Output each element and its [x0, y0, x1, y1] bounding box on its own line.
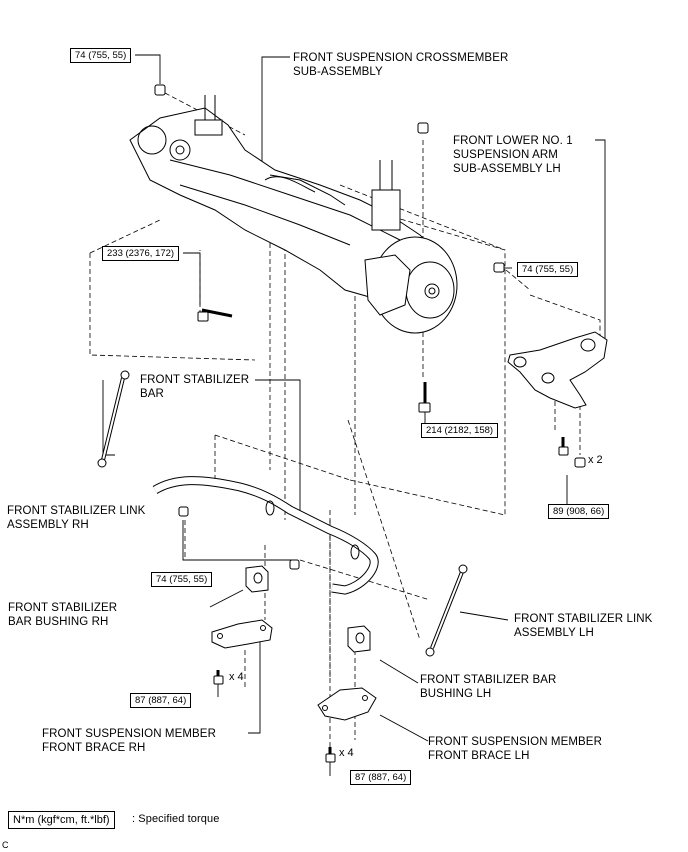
- label-stabilizer-bar: FRONT STABILIZER BAR: [140, 374, 250, 400]
- projection-lines: [89, 92, 601, 750]
- torque-spec-box: 89 (908, 66): [548, 504, 610, 519]
- torque-spec-box: 74 (755, 55): [70, 48, 132, 63]
- quantity-label: x 4: [339, 747, 354, 759]
- stabilizer-link-rh-drawing: [97, 370, 130, 468]
- label-lower-arm: FRONT LOWER NO. 1 SUSPENSION ARM SUB-ASS…: [453, 135, 573, 175]
- corner-mark: C: [2, 840, 9, 850]
- bushing-rh-drawing: [245, 565, 269, 593]
- label-crossmember: FRONT SUSPENSION CROSSMEMBER SUB-ASSEMBL…: [293, 52, 509, 78]
- quantity-label: x 4: [229, 671, 244, 683]
- brace-rh-drawing: [211, 619, 273, 649]
- label-brace-lh: FRONT SUSPENSION MEMBER FRONT BRACE LH: [428, 736, 602, 762]
- legend-text: : Specified torque: [132, 813, 220, 825]
- brace-lh-drawing: [317, 687, 377, 721]
- bushing-lh-drawing: [347, 625, 371, 653]
- torque-spec-box: 74 (755, 55): [151, 572, 213, 587]
- label-bushing-lh: FRONT STABILIZER BAR BUSHING LH: [420, 674, 557, 700]
- lower-arm: [507, 331, 608, 409]
- label-brace-rh: FRONT SUSPENSION MEMBER FRONT BRACE RH: [42, 728, 216, 754]
- torque-spec-box: 74 (755, 55): [517, 262, 579, 277]
- stabilizer-link-lh-drawing: [425, 564, 468, 657]
- torque-spec-box: 87 (887, 64): [350, 770, 412, 785]
- torque-spec-box: 214 (2182, 158): [421, 423, 499, 438]
- legend-box: N*m (kgf*cm, ft.*lbf): [8, 811, 115, 829]
- torque-spec-box: 233 (2376, 172): [102, 246, 180, 261]
- leader-lines: [102, 54, 606, 776]
- quantity-label: x 2: [588, 454, 603, 466]
- label-bushing-rh: FRONT STABILIZER BAR BUSHING RH: [8, 602, 118, 628]
- fasteners: [154, 84, 586, 763]
- hub-disc: [364, 236, 458, 334]
- label-link-lh: FRONT STABILIZER LINK ASSEMBLY LH: [514, 613, 653, 639]
- label-link-rh: FRONT STABILIZER LINK ASSEMBLY RH: [7, 505, 146, 531]
- stabilizer-bar-drawing: [152, 476, 379, 595]
- torque-spec-box: 87 (887, 64): [130, 693, 192, 708]
